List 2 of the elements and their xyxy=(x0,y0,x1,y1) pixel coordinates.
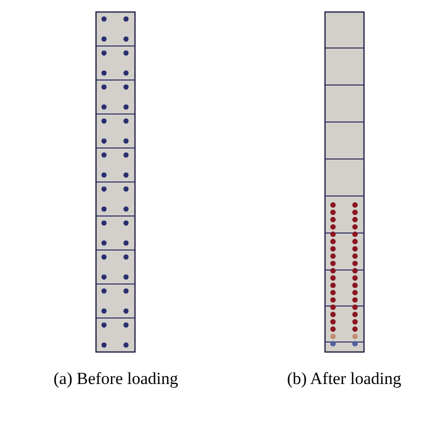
figure-caption: (b) After loading xyxy=(287,369,402,389)
figure-caption: (a) Before loading xyxy=(54,369,178,389)
